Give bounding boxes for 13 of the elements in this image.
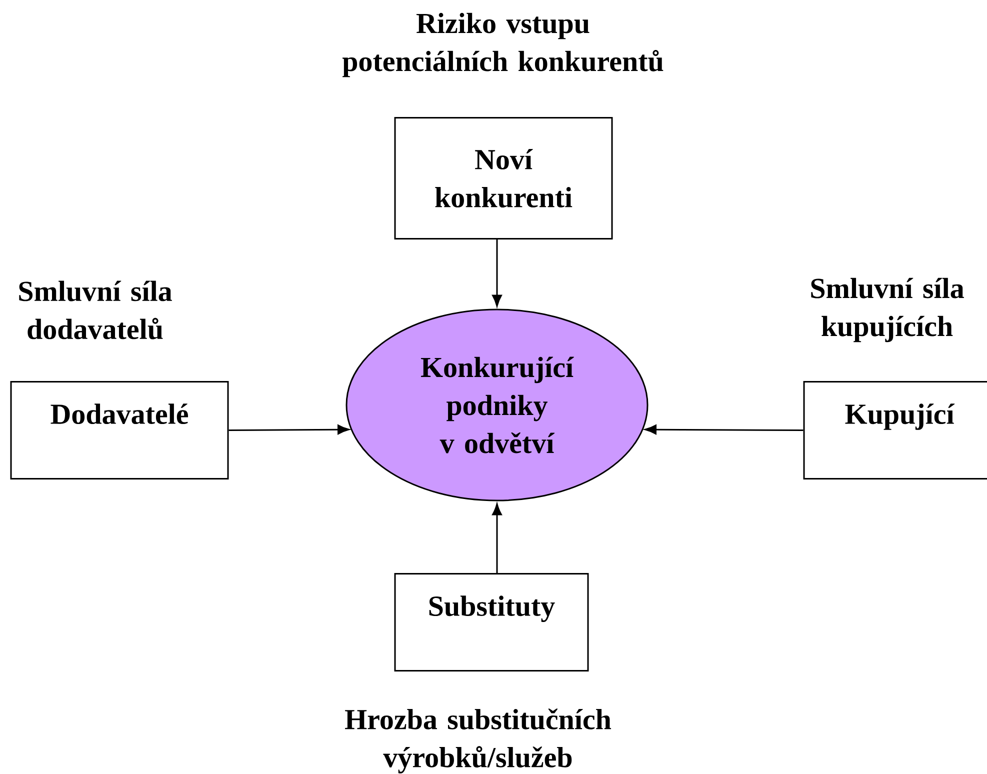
process-box: Kupující bbox=[803, 381, 987, 480]
process-box: Noví konkurenti bbox=[394, 117, 613, 240]
force-label: Smluvní síla kupujících bbox=[811, 278, 964, 342]
arrow bbox=[228, 424, 350, 434]
arrow bbox=[492, 240, 502, 307]
force-label: Hrozba substitučních výrobků/služeb bbox=[345, 708, 612, 774]
process-box: Dodavatelé bbox=[10, 381, 229, 480]
force-label: Smluvní síla dodavatelů bbox=[19, 280, 172, 340]
force-label: Riziko vstupu potenciálních konkurentů bbox=[342, 12, 664, 78]
ellipse-node: Konkurující podniky v odvětví bbox=[346, 308, 648, 502]
arrow bbox=[644, 424, 804, 434]
arrow bbox=[492, 503, 502, 573]
process-box: Substituty bbox=[394, 573, 589, 672]
